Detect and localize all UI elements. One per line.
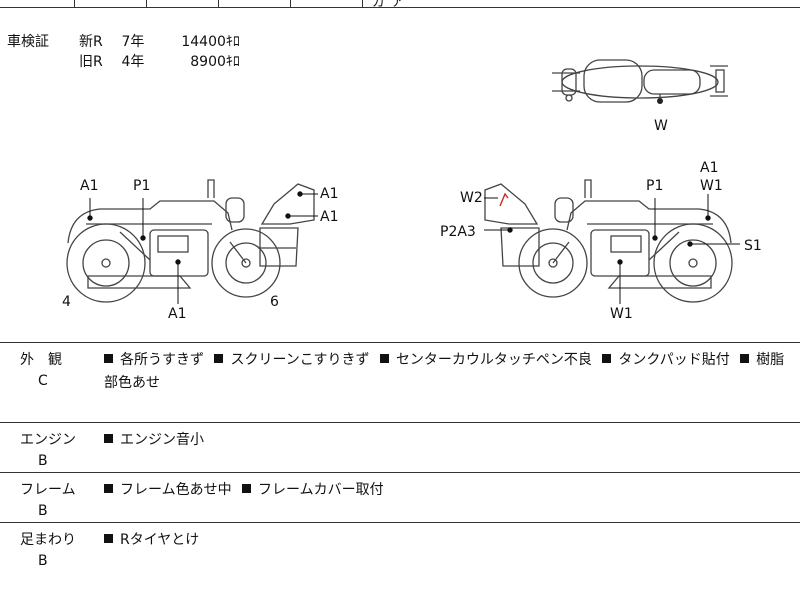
- bullet-icon: [602, 354, 612, 363]
- section-name: フレーム: [20, 482, 76, 498]
- bullet-icon: [104, 354, 113, 363]
- bullet-icon: [242, 484, 252, 493]
- section-items: 各所うすきず スクリーンこすりきず センターカウルタッチペン不良 タンクパッド貼…: [104, 349, 794, 395]
- section-grade: C: [38, 373, 48, 389]
- scratch-mark: [499, 192, 509, 207]
- section-items: Rタイヤとけ: [104, 529, 794, 552]
- top-table-edge: ガ ア: [0, 0, 800, 10]
- registration-row-old: 旧R 4年 8900ｷﾛ: [79, 52, 240, 72]
- bullet-icon: [104, 534, 113, 543]
- table-divider: [362, 0, 363, 7]
- reg-years: 4年: [121, 54, 145, 70]
- section-frame: フレーム B フレーム色あせ中 フレームカバー取付: [0, 473, 800, 523]
- reg-price: 8900ｷﾛ: [190, 54, 240, 70]
- label-a1: A1: [320, 209, 338, 225]
- section-name: 外 観: [20, 352, 62, 368]
- label-top-view: W: [654, 118, 668, 134]
- table-divider: [146, 0, 147, 7]
- diagram-area: 車検証 新R 7年 14400ｷﾛ 旧R 4年 8900ｷﾛ: [0, 8, 800, 343]
- header-fragment: ガ ア: [372, 0, 406, 10]
- registration-row-new: 新R 7年 14400ｷﾛ: [79, 32, 240, 52]
- section-name: エンジン: [20, 432, 76, 448]
- item-text: 各所うすきず: [120, 352, 204, 368]
- item-text: 樹脂部色あせ: [104, 352, 785, 391]
- item-text: フレーム色あせ中: [120, 482, 232, 498]
- table-divider: [74, 0, 75, 7]
- reg-type: 新R: [79, 34, 103, 50]
- section-grade: B: [38, 553, 48, 569]
- label-a1: A1: [80, 178, 98, 194]
- item-text: タンクパッド貼付: [618, 352, 730, 368]
- registration-label: 車検証: [7, 34, 49, 50]
- label-s1: S1: [744, 238, 762, 254]
- label-w2: W2: [460, 190, 483, 206]
- motorcycle-diagram: W A1 P1 A1 A1 A1 4 6 W2 P2A3 P1 A1 W1 S1…: [62, 59, 762, 322]
- section-grade: B: [38, 453, 48, 469]
- label-4: 4: [62, 294, 71, 310]
- section-suspension: 足まわり B Rタイヤとけ: [0, 523, 800, 599]
- label-p2a3: P2A3: [440, 224, 476, 240]
- item-text: Rタイヤとけ: [120, 532, 200, 548]
- label-w1: W1: [700, 178, 723, 194]
- bike-right-view: [484, 179, 733, 303]
- section-grade: B: [38, 503, 48, 519]
- bullet-icon: [104, 434, 113, 443]
- item-text: フレームカバー取付: [258, 482, 384, 498]
- label-a1: A1: [168, 306, 186, 322]
- bullet-icon: [740, 354, 750, 363]
- label-a1: A1: [320, 186, 338, 202]
- reg-price: 14400ｷﾛ: [181, 34, 240, 50]
- table-divider: [218, 0, 219, 7]
- label-p1: P1: [646, 178, 663, 194]
- label-6: 6: [270, 294, 279, 310]
- reg-type: 旧R: [79, 54, 103, 70]
- section-exterior: 外 観 C 各所うすきず スクリーンこすりきず センターカウルタッチペン不良 タ…: [0, 343, 800, 423]
- label-a1: A1: [700, 160, 718, 176]
- bike-top-view: [552, 59, 728, 103]
- label-p1: P1: [133, 178, 150, 194]
- section-name: 足まわり: [20, 532, 76, 548]
- item-text: センターカウルタッチペン不良: [395, 352, 592, 368]
- section-items: フレーム色あせ中 フレームカバー取付: [104, 479, 794, 502]
- bullet-icon: [379, 354, 389, 363]
- bullet-icon: [104, 484, 113, 493]
- section-items: エンジン音小: [104, 429, 794, 452]
- item-text: スクリーンこすりきず: [230, 352, 370, 368]
- reg-years: 7年: [121, 34, 145, 50]
- bike-left-view: [66, 179, 315, 303]
- item-text: エンジン音小: [120, 432, 204, 448]
- bullet-icon: [214, 354, 224, 363]
- label-w1: W1: [610, 306, 633, 322]
- table-divider: [290, 0, 291, 7]
- section-engine: エンジン B エンジン音小: [0, 423, 800, 473]
